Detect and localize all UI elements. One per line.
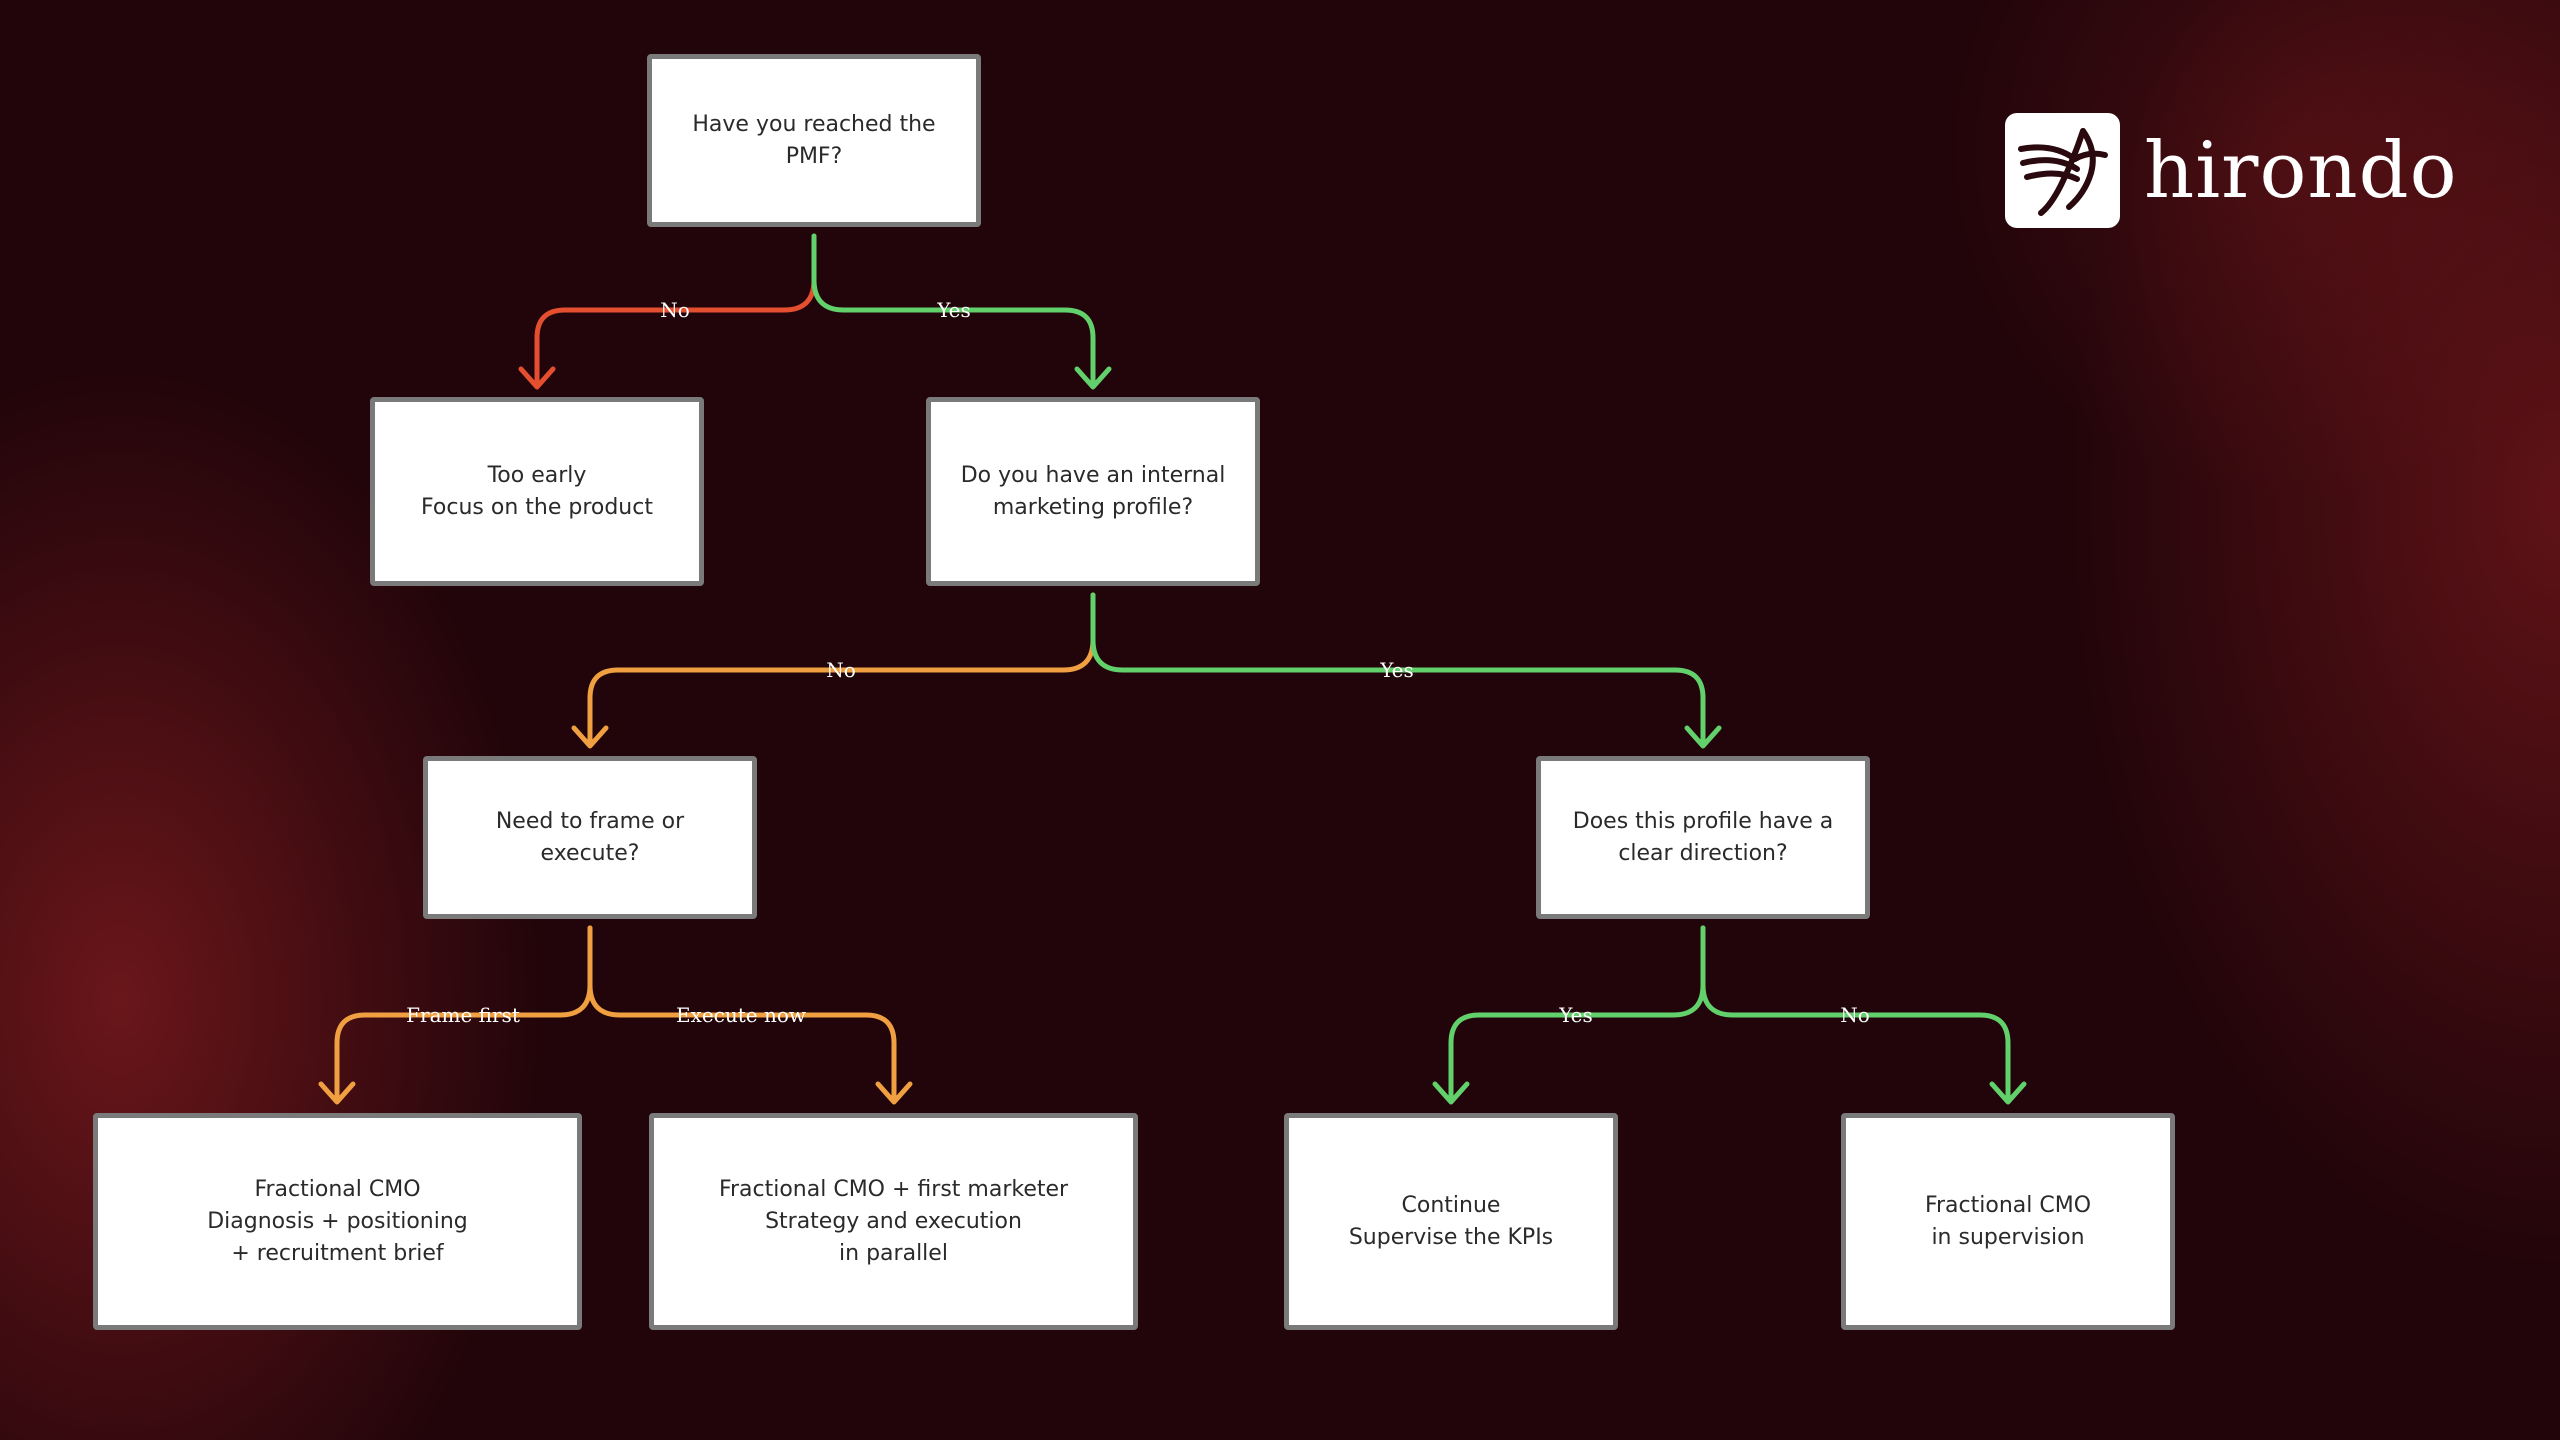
edge-label-profile-no: No — [826, 658, 856, 682]
edge-label-pmf-yes: Yes — [937, 298, 971, 322]
connector-frame-first — [334, 925, 593, 1103]
swallow-bird-icon — [2005, 113, 2120, 228]
question-frame-or-execute: Need to frame or execute? — [423, 756, 757, 919]
brand-logo: hirondo — [2005, 113, 2458, 228]
connector-execute-now — [587, 925, 897, 1103]
connector-direction-no — [1700, 925, 2011, 1103]
question-pmf: Have you reached the PMF? — [647, 54, 981, 227]
connector-pmf-no — [534, 233, 817, 388]
outcome-continue-kpis: Continue Supervise the KPIs — [1284, 1113, 1618, 1330]
edge-label-pmf-no: No — [660, 298, 690, 322]
edge-label-direction-yes: Yes — [1559, 1003, 1593, 1027]
arrowhead-pmf-no — [518, 366, 556, 390]
question-internal-profile: Do you have an internal marketing profil… — [926, 397, 1260, 586]
outcome-frac-cmo-diagnosis: Fractional CMO Diagnosis + positioning +… — [93, 1113, 582, 1330]
arrowhead-profile-yes — [1684, 725, 1722, 749]
arrowhead-execute-now — [875, 1081, 913, 1105]
outcome-frac-cmo-first-marketer: Fractional CMO + first marketer Strategy… — [649, 1113, 1138, 1330]
arrowhead-pmf-yes — [1074, 366, 1112, 390]
edge-label-direction-no: No — [1840, 1003, 1870, 1027]
question-clear-direction: Does this profile have a clear direction… — [1536, 756, 1870, 919]
edge-label-profile-yes: Yes — [1380, 658, 1414, 682]
edge-label-frame-first: Frame first — [406, 1003, 520, 1027]
arrowhead-frame-first — [318, 1081, 356, 1105]
arrowhead-direction-yes — [1432, 1081, 1470, 1105]
outcome-too-early: Too early Focus on the product — [370, 397, 704, 586]
connector-profile-yes — [1090, 592, 1706, 747]
outcome-frac-cmo-supervision: Fractional CMO in supervision — [1841, 1113, 2175, 1330]
arrowhead-direction-no — [1989, 1081, 2027, 1105]
edge-label-execute-now: Execute now — [675, 1003, 807, 1027]
connector-profile-no — [587, 592, 1096, 747]
connector-pmf-yes — [811, 233, 1096, 388]
brand-wordmark: hirondo — [2144, 125, 2458, 216]
arrowhead-profile-no — [571, 725, 609, 749]
connector-direction-yes — [1448, 925, 1706, 1103]
